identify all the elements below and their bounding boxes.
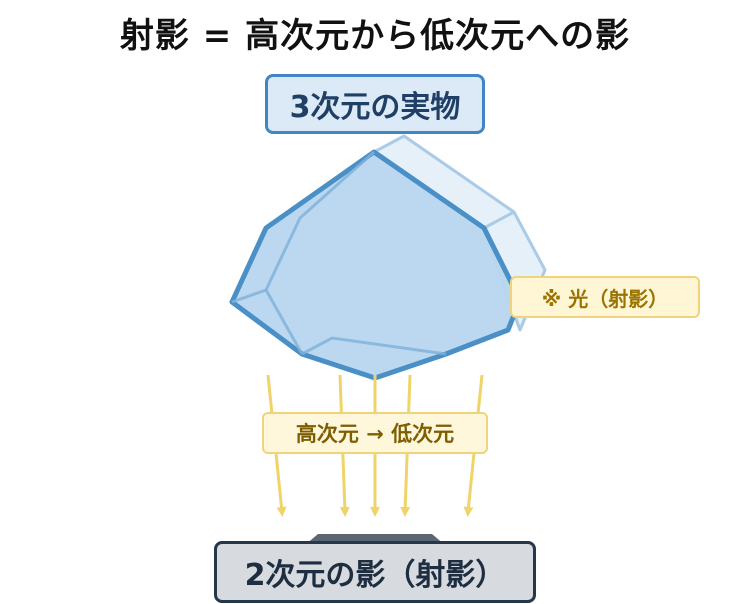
shadow-label: 2次元の影（射影） [214, 541, 536, 603]
object-label: 3次元の実物 [265, 74, 485, 134]
object-inner-edge-bottom [301, 336, 447, 356]
polyhedron-3d-object [229, 134, 547, 381]
object-front-face [229, 149, 523, 381]
object-inner-edge-right [264, 289, 304, 355]
dimension-label: 高次元 → 低次元 [262, 412, 488, 454]
object-inner-edge-left [231, 150, 375, 304]
diagram-title: 射影 = 高次元から低次元への影 [119, 16, 631, 56]
object-back-edge [483, 210, 515, 230]
light-label: ※ 光（射影） [510, 276, 700, 318]
